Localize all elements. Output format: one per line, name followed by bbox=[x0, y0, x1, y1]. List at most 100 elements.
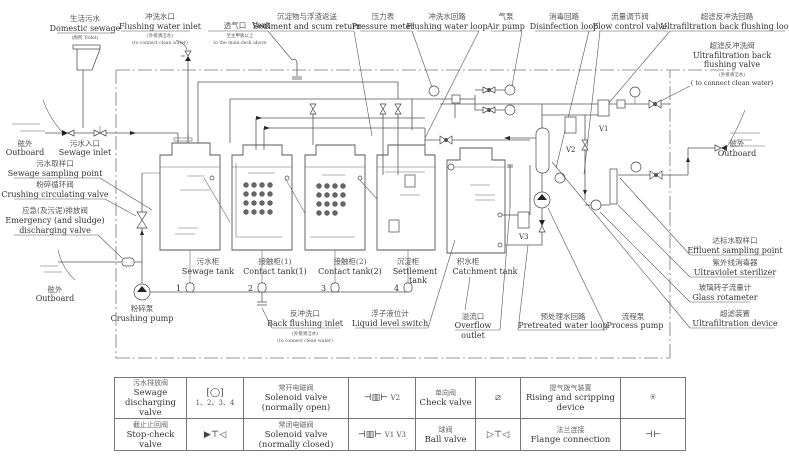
svg-text:(外接清洁水): (外接清洁水) bbox=[147, 32, 173, 39]
svg-text:(外接清洁水): (外接清洁水) bbox=[292, 330, 318, 337]
legend-solenoid-normally-open-symbol: ⊣▥⊢ V2 bbox=[348, 377, 416, 419]
svg-text:Crushing circulating valve: Crushing circulating valve bbox=[1, 190, 109, 199]
svg-text:Outboard: Outboard bbox=[36, 294, 75, 303]
sewage-discharging-valve-icon bbox=[403, 282, 413, 293]
label-uf-back-flushing-valve: 超滤反冲洗阀 Ultrafiltration back flushing val… bbox=[654, 40, 774, 105]
svg-text:Ultrafiltration back: Ultrafiltration back bbox=[693, 51, 771, 60]
crushing-pump: 粉碎泵 Crushing pump bbox=[111, 283, 408, 323]
legend-flange-connection-symbol: ⊣⊢ bbox=[620, 418, 686, 451]
label-pressure-meter: 压力表 Pressure meter bbox=[352, 11, 434, 91]
solenoid-valve-v2-icon bbox=[564, 116, 577, 134]
svg-text:Contact tank(2): Contact tank(2) bbox=[318, 267, 382, 276]
svg-text:超滤装置: 超滤装置 bbox=[720, 308, 750, 318]
label-flow-control-valve: 流量调节阀 Flow control valve bbox=[583, 11, 668, 175]
legend-table: 污水排放阀 Sewage discharging valve [◯] 1、2、3… bbox=[114, 377, 686, 451]
svg-text:粉碎循环阀: 粉碎循环阀 bbox=[36, 179, 74, 189]
svg-text:气泵: 气泵 bbox=[499, 11, 514, 21]
hull-boundary bbox=[115, 69, 735, 359]
svg-text:Domestic sewage: Domestic sewage bbox=[50, 24, 121, 33]
legend-check-valve-symbol: ⧄ bbox=[475, 377, 521, 419]
label-liquid-level-switch: 浮子液位计 Liquid level switch bbox=[352, 239, 456, 329]
legend-solenoid-normally-closed: 常闭电磁阀 Solenoid valve (normally closed) bbox=[243, 418, 349, 451]
label-effluent-sampling-point: 达标水取样口 Effluent sampling point bbox=[619, 177, 783, 256]
svg-text:接触柜(2): 接触柜(2) bbox=[333, 256, 366, 266]
pressure-gauge-icon bbox=[554, 172, 566, 184]
svg-text:Settlement: Settlement bbox=[393, 267, 438, 276]
svg-text:Ultrafiltration device: Ultrafiltration device bbox=[692, 319, 778, 328]
label-flushing-water-inlet: 冲洗水口 Flushing water inlet (外接清洁水) (to co… bbox=[119, 11, 202, 51]
aeration-diffusers bbox=[243, 182, 273, 215]
label-overflow-outlet: 溢流口 Overflow outlet bbox=[455, 207, 511, 340]
rising-device-icon bbox=[404, 174, 416, 188]
solenoid-valve-v1-icon bbox=[597, 99, 610, 117]
svg-text:Overflow: Overflow bbox=[455, 321, 492, 330]
air-pump-group bbox=[460, 84, 516, 116]
svg-text:污水取样口: 污水取样口 bbox=[36, 158, 74, 168]
legend-solenoid-normally-open: 常开电磁阀 Solenoid valve (normally open) bbox=[243, 377, 349, 419]
label-flushing-water-loop: 冲洗水回路 Flushing water loop bbox=[406, 11, 488, 139]
svg-text:4: 4 bbox=[394, 284, 399, 293]
svg-text:流程泵: 流程泵 bbox=[622, 311, 645, 321]
emergency-valve-icon bbox=[121, 257, 135, 267]
ultrafiltration-device-icon bbox=[535, 127, 550, 174]
svg-text:Pressure meter: Pressure meter bbox=[352, 22, 415, 31]
svg-text:Sewage tank: Sewage tank bbox=[182, 267, 234, 276]
svg-text:2: 2 bbox=[248, 284, 253, 293]
svg-text:to the main deck above: to the main deck above bbox=[213, 40, 267, 46]
ball-valve-icon bbox=[581, 139, 589, 151]
svg-text:舷外: 舷外 bbox=[730, 138, 745, 148]
check-valve-icon: ⧄ bbox=[495, 393, 501, 403]
sewage-discharging-valve-icon: [◯] bbox=[206, 388, 224, 398]
process-pump-group: V3 bbox=[497, 165, 551, 248]
svg-text:3: 3 bbox=[321, 284, 326, 293]
label-uv-sterilizer: 紫外线消毒器 Ultraviolet sterilizer bbox=[617, 204, 776, 278]
solenoid-valve-v3-icon bbox=[517, 211, 530, 229]
svg-text:(to connect clean water): (to connect clean water) bbox=[132, 39, 188, 46]
svg-text:Liquid level switch: Liquid level switch bbox=[352, 319, 428, 328]
air-pump-icon bbox=[504, 84, 516, 96]
label-pretreated-water-loop: 预处理水回路 Pretreated water loop bbox=[517, 244, 608, 331]
emergency-line bbox=[58, 172, 162, 283]
contact-tank-2: 接触柜(2) Contact tank(2) bbox=[304, 144, 382, 292]
rising-device-icon bbox=[388, 219, 400, 233]
drain-valves: 1 2 3 4 bbox=[176, 282, 413, 306]
check-valve-icon bbox=[451, 94, 461, 104]
svg-text:Sewage inlet: Sewage inlet bbox=[59, 148, 112, 157]
svg-text:压力表: 压力表 bbox=[372, 11, 395, 21]
svg-text:粉碎泵: 粉碎泵 bbox=[131, 303, 154, 313]
svg-text:生活污水: 生活污水 bbox=[70, 13, 100, 23]
check-valve-icon bbox=[616, 99, 626, 109]
flushing-inlet-stop-check-valve-icon bbox=[181, 50, 192, 140]
sewage-tank: 污水柜 Sewage tank bbox=[159, 133, 234, 292]
legend-stop-check-valve: 截止止回阀 Stop-check valve bbox=[114, 418, 187, 451]
svg-text:反冲洗口: 反冲洗口 bbox=[290, 308, 320, 318]
svg-text:V2: V2 bbox=[565, 146, 576, 154]
svg-text:V1: V1 bbox=[598, 125, 609, 133]
svg-text:(to connect clean water): (to connect clean water) bbox=[277, 337, 333, 344]
svg-text:Outboard: Outboard bbox=[718, 149, 757, 158]
svg-text:V3: V3 bbox=[518, 233, 529, 241]
svg-text:outlet: outlet bbox=[461, 331, 485, 340]
svg-text:浮子液位计: 浮子液位计 bbox=[371, 308, 409, 318]
uv-sterilizer-icon bbox=[590, 199, 602, 211]
svg-text:Disinfection loop: Disinfection loop bbox=[530, 22, 599, 31]
svg-text:Flushing water loop: Flushing water loop bbox=[406, 22, 487, 31]
label-glass-rotameter: 玻璃转子流量计 Glass rotameter bbox=[599, 211, 758, 303]
svg-text:舷外: 舷外 bbox=[18, 138, 33, 148]
catchment-tank: 积水柜 Catchment tank bbox=[446, 147, 518, 311]
pressure-gauge-icon bbox=[428, 85, 440, 97]
air-valve-icon bbox=[379, 103, 387, 115]
svg-text:溢流口: 溢流口 bbox=[462, 311, 485, 321]
legend-row: 污水排放阀 Sewage discharging valve [◯] 1、2、3… bbox=[114, 377, 686, 419]
legend-rising-device-symbol: ⍟ bbox=[620, 377, 686, 419]
sewage-inlet-line: 污水入口 Sewage inlet bbox=[45, 126, 178, 157]
legend-check-valve: 单向阀 Check valve bbox=[415, 377, 476, 419]
glass-rotameter-icon bbox=[609, 168, 618, 205]
settlement-tank: 沉淀柜 Settlement tank bbox=[376, 144, 438, 292]
flange-connection-icon: ⊣⊢ bbox=[645, 429, 661, 440]
sewage-discharging-valve-icon bbox=[185, 282, 195, 293]
svg-text:discharging valve: discharging valve bbox=[19, 226, 91, 235]
label-domestic-sewage: 生活污水 Domestic sewage (厕所 Toilet) bbox=[50, 13, 121, 41]
rising-device-icon: ⍟ bbox=[650, 393, 656, 403]
